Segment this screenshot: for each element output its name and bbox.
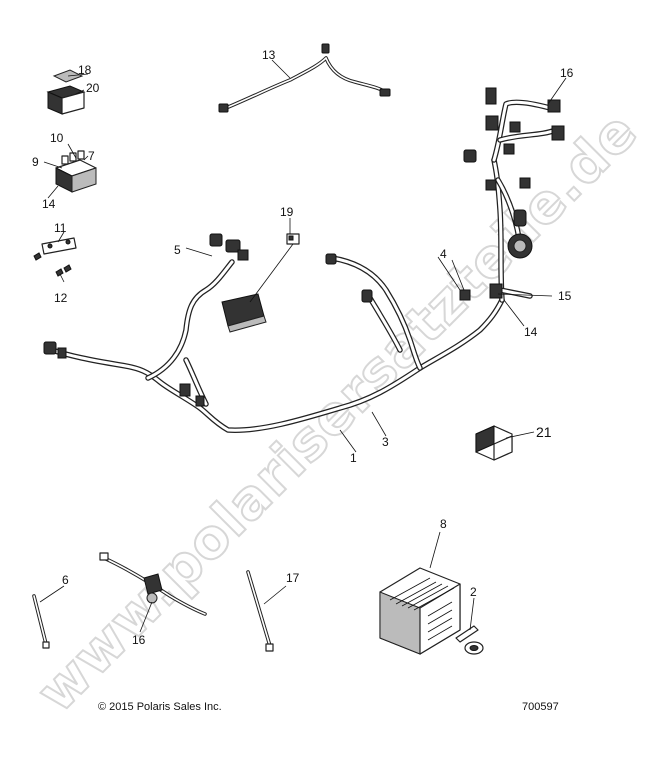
callout-13: 13 bbox=[262, 48, 276, 62]
callout-7: 7 bbox=[88, 149, 95, 163]
callout-6: 6 bbox=[62, 573, 69, 587]
regulator-8 bbox=[379, 567, 461, 655]
callout-15: 15 bbox=[558, 289, 572, 303]
callout-14-harness: 14 bbox=[524, 325, 538, 339]
copyright-text: © 2015 Polaris Sales Inc. bbox=[98, 701, 222, 713]
callout-1: 1 bbox=[350, 451, 357, 465]
callout-14-fuse-block: 14 bbox=[42, 197, 56, 211]
cable-tie-16 bbox=[99, 552, 207, 616]
watermark-text: www.polarisersatzteile.de bbox=[25, 99, 650, 724]
callout-16-tie: 16 bbox=[132, 633, 146, 647]
bracket-11-12 bbox=[33, 237, 77, 277]
cable-tie-17 bbox=[246, 570, 274, 652]
fuse-cover-18-20 bbox=[46, 69, 86, 115]
callout-12: 12 bbox=[54, 291, 68, 305]
harness-13 bbox=[218, 43, 391, 113]
callout-11: 11 bbox=[54, 221, 67, 235]
callout-10: 10 bbox=[50, 131, 64, 145]
callout-18: 18 bbox=[78, 63, 92, 77]
diagram-number: 700597 bbox=[522, 701, 559, 713]
callout-8: 8 bbox=[440, 517, 447, 531]
harness-connectors bbox=[43, 87, 565, 407]
callout-3: 3 bbox=[382, 435, 389, 449]
callout-9: 9 bbox=[32, 155, 39, 169]
fuse-block bbox=[55, 150, 97, 193]
connector-19 bbox=[286, 233, 300, 245]
callout-16-harness: 16 bbox=[560, 66, 574, 80]
callout-labels: 18 20 10 7 9 14 11 12 13 16 19 5 4 15 14… bbox=[32, 48, 574, 647]
callout-2: 2 bbox=[470, 585, 477, 599]
leader-lines bbox=[39, 59, 567, 633]
watermark: www.polarisersatzteile.de bbox=[24, 98, 651, 725]
callout-5: 5 bbox=[174, 243, 181, 257]
cable-tie-6 bbox=[32, 594, 50, 649]
bracket-21 bbox=[475, 425, 513, 461]
callout-4: 4 bbox=[440, 247, 447, 261]
callout-19: 19 bbox=[280, 205, 294, 219]
callout-17: 17 bbox=[286, 571, 300, 585]
callout-21: 21 bbox=[536, 424, 552, 440]
callout-20: 20 bbox=[86, 81, 100, 95]
main-harness-1-3 bbox=[49, 99, 559, 433]
screw-2 bbox=[455, 625, 484, 655]
